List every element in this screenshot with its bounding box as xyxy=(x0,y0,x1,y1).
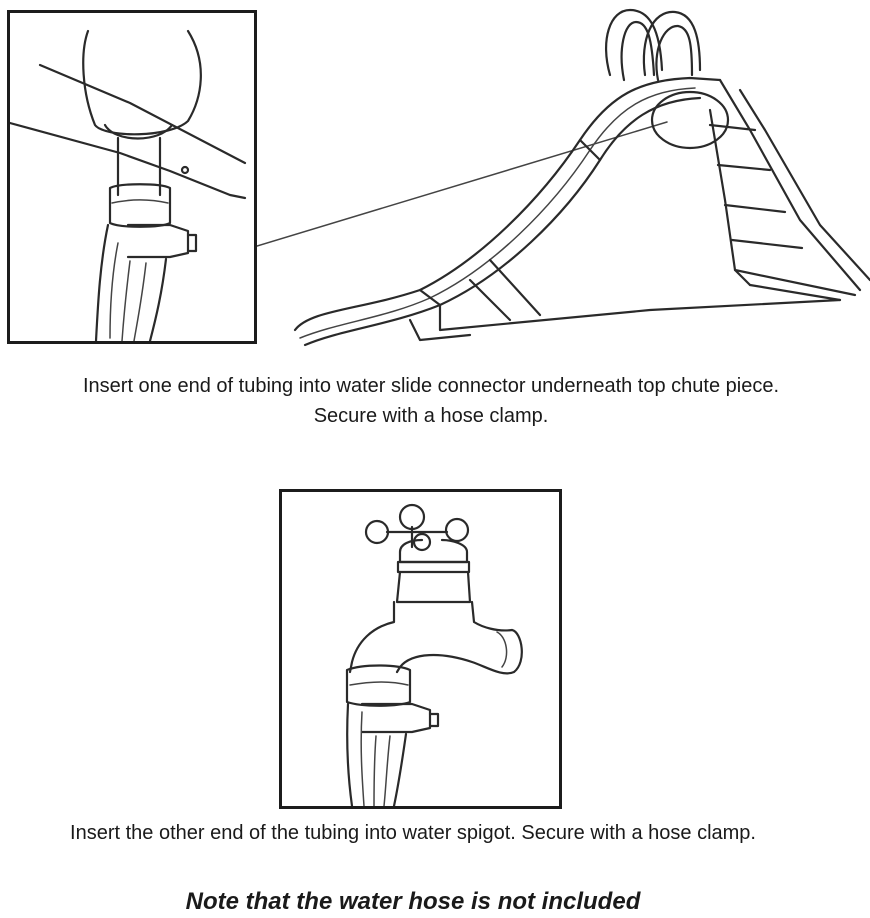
step1-caption: Insert one end of tubing into water slid… xyxy=(0,371,862,431)
step1-caption-line1: Insert one end of tubing into water slid… xyxy=(82,375,780,397)
spigot-inset xyxy=(279,489,562,809)
hose-connector-detail-icon xyxy=(10,29,247,341)
leader-line xyxy=(257,121,668,247)
water-spigot-icon xyxy=(345,503,523,806)
note-not-included: Note that the water hose is not included xyxy=(185,888,641,915)
step2-caption: Insert the other end of the tubing into … xyxy=(70,822,756,844)
connector-detail-inset xyxy=(7,10,257,344)
step1-caption-line2: Secure with a hose clamp. xyxy=(313,405,549,427)
water-slide-illustration xyxy=(280,0,870,360)
water-slide-icon xyxy=(293,8,870,347)
